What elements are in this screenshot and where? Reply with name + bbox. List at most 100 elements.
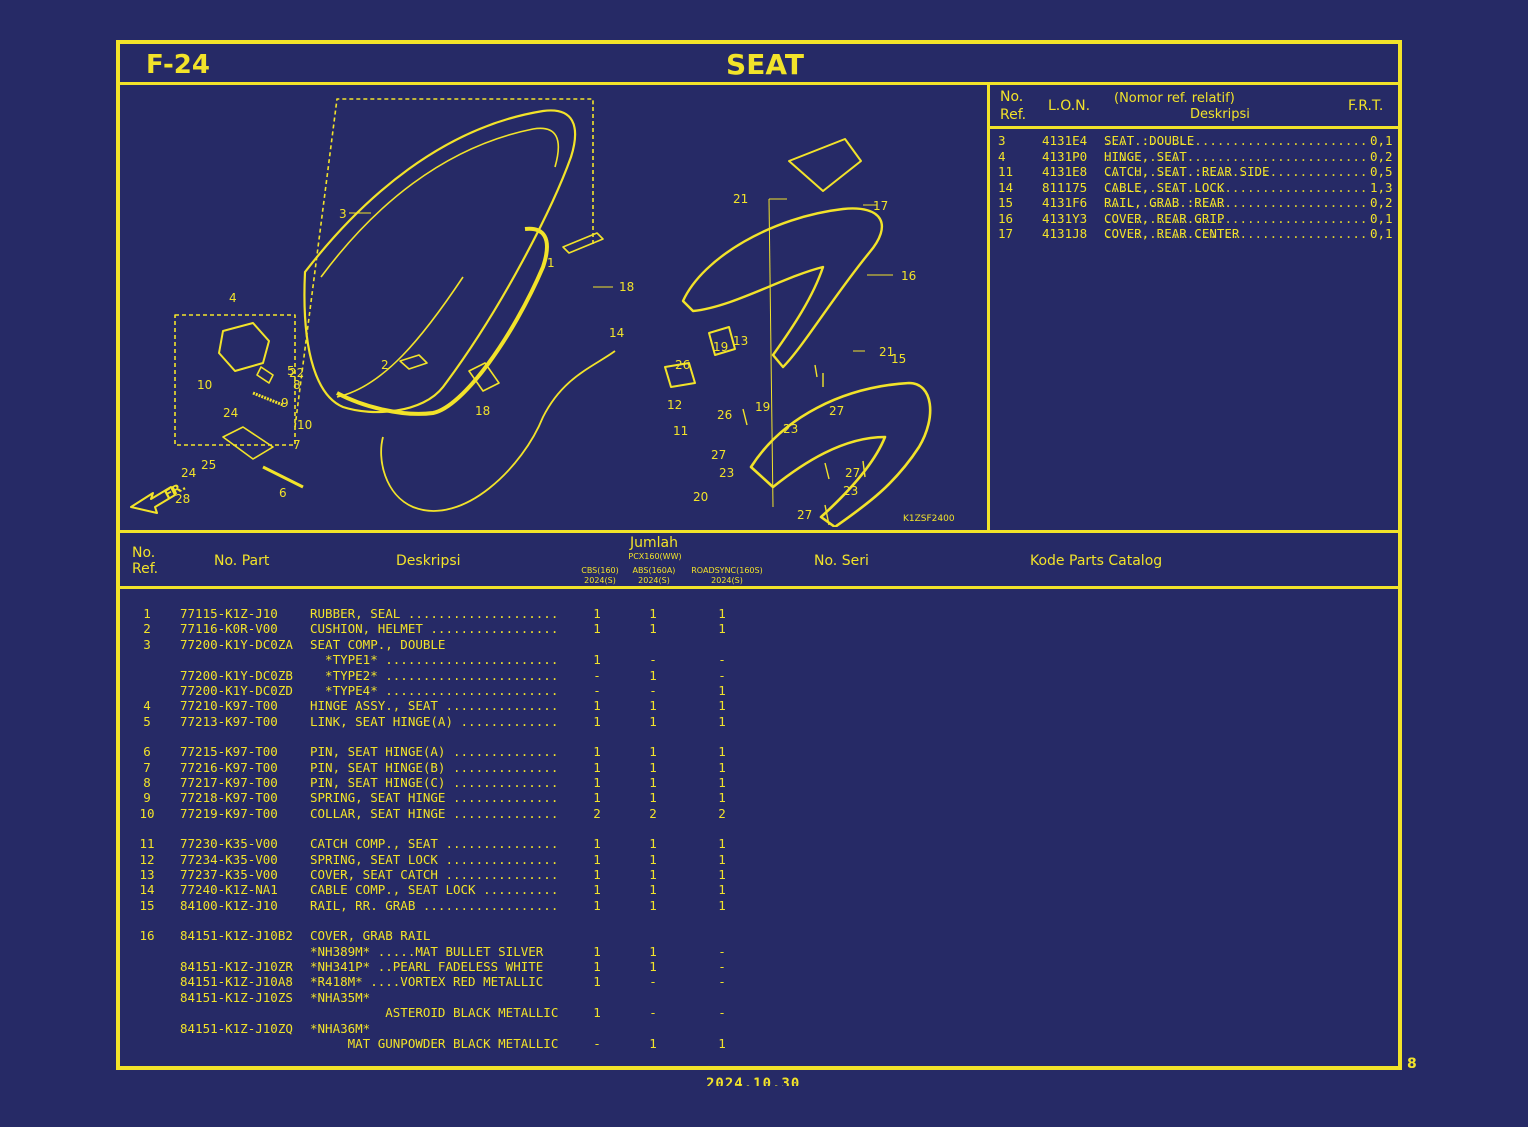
part-desc: *TYPE1* .......................: [310, 652, 559, 668]
part-number: 77116-K0R-V00: [180, 621, 278, 637]
qty-cbs: 1: [593, 851, 601, 867]
page-title: SEAT: [726, 48, 804, 81]
part-desc: COLLAR, SEAT HINGE ..............: [310, 805, 559, 821]
callout-15: 15: [891, 352, 906, 366]
callout-7: 7: [293, 438, 301, 452]
part-desc: *NHA35M*: [310, 989, 371, 1005]
parts-row: 84151-K1Z-J10A8*R418M* ....VORTEX RED ME…: [120, 974, 820, 989]
parts-header-col3-bottom: 2024(S): [711, 576, 743, 585]
lon-desc: HINGE, SEAT: [1104, 148, 1187, 164]
callout-13: 13: [733, 334, 748, 348]
lon-frt: 0,2: [1370, 148, 1393, 164]
page-mark: 8: [1407, 1056, 1417, 1072]
qty-roadsync: 1: [718, 759, 726, 775]
callout-17: 17: [873, 199, 888, 213]
qty-abs: -: [649, 652, 657, 668]
qty-roadsync: 1: [718, 897, 726, 913]
lon-frt: 0,5: [1370, 164, 1393, 179]
part-desc: ASTEROID BLACK METALLIC: [310, 1005, 559, 1021]
qty-cbs: 1: [593, 713, 601, 729]
part-number: 84151-K1Z-J10A8: [180, 974, 293, 990]
callout-4: 4: [229, 291, 237, 305]
lon-desc: RAIL, GRAB :REAR: [1104, 195, 1225, 210]
lon-frt: 0,1: [1370, 133, 1393, 148]
lon-header-ref-top: No.: [1000, 89, 1024, 105]
qty-roadsync: 1: [718, 621, 726, 637]
qty-abs: 1: [649, 698, 657, 714]
qty-cbs: 1: [593, 1005, 601, 1021]
qty-roadsync: 1: [718, 882, 726, 898]
parts-row: 16 84151-K1Z-J10B2 COVER, GRAB RAIL: [120, 928, 820, 943]
part-number: 84151-K1Z-J10ZQ: [180, 1020, 293, 1036]
callout-10b: 10: [297, 418, 312, 432]
seat-stitch: [320, 127, 560, 278]
lon-table: No. Ref. L.O.N. (Nomor ref. relatif) Des…: [990, 85, 1398, 530]
qty-abs: 1: [649, 1036, 657, 1051]
parts-header-col1-top: CBS(160): [581, 566, 619, 575]
part-number: 77213-K97-T00: [180, 713, 278, 729]
part-desc: COVER, GRAB RAIL: [310, 928, 431, 944]
lon-code: 4131E8: [1042, 164, 1088, 179]
qty-roadsync: -: [718, 959, 726, 974]
qty-abs: 1: [649, 882, 657, 898]
callout-9: 9: [281, 396, 289, 410]
callout-25: 25: [201, 458, 216, 472]
callout-3: 3: [339, 207, 347, 221]
parts-row: 84151-K1Z-J10ZQ*NHA36M*: [120, 1021, 820, 1036]
lon-code: 4131P0: [1042, 148, 1088, 164]
parts-row: 84151-K1Z-J10ZS*NHA35M*: [120, 990, 820, 1005]
part-ref: 6: [143, 744, 151, 760]
callout-28: 28: [175, 492, 190, 506]
qty-cbs: -: [593, 667, 601, 683]
qty-cbs: 1: [593, 775, 601, 790]
lon-ref: 11: [998, 164, 1014, 179]
callout-20a: 20: [693, 490, 708, 504]
callout-27c: 27: [845, 466, 860, 480]
lon-ref: 17: [998, 226, 1014, 241]
parts-header-ref-top: No.: [132, 545, 156, 561]
callout-18a: 18: [619, 280, 634, 294]
qty-abs: 1: [649, 775, 657, 790]
part-ref: 2: [143, 621, 151, 637]
parts-header-serial: No. Seri: [814, 553, 869, 569]
callout-12: 12: [667, 398, 682, 412]
callout-24b: 24: [181, 466, 196, 480]
part-ref: 16: [139, 928, 155, 944]
qty-cbs: 1: [593, 744, 601, 760]
callout-18b: 18: [475, 404, 490, 418]
qty-roadsync: -: [718, 667, 726, 683]
qty-roadsync: -: [718, 974, 726, 990]
parts-header-model: PCX160(WW): [628, 552, 682, 561]
lon-code: 811175: [1042, 179, 1088, 195]
qty-cbs: 1: [593, 759, 601, 775]
hinge-group-box: [174, 314, 296, 446]
title-divider: [120, 82, 1398, 85]
part-number: 77216-K97-T00: [180, 759, 278, 775]
callout-6: 6: [279, 486, 287, 500]
part-desc: CABLE COMP., SEAT LOCK ..........: [310, 882, 559, 898]
qty-cbs: 1: [593, 652, 601, 668]
callout-16: 16: [901, 269, 916, 283]
part-number: 77215-K97-T00: [180, 744, 278, 760]
part-desc: HINGE ASSY., SEAT ...............: [310, 698, 559, 714]
qty-roadsync: 1: [718, 851, 726, 867]
qty-abs: 1: [649, 867, 657, 882]
part-desc: SEAT COMP., DOUBLE: [310, 636, 446, 652]
part-number: 77230-K35-V00: [180, 836, 278, 852]
qty-cbs: -: [593, 683, 601, 698]
leader-lines: [349, 198, 893, 508]
part-ref: 9: [143, 790, 151, 806]
part-number: 84151-K1Z-J10B2: [180, 928, 293, 944]
callout-27b: 27: [711, 448, 726, 462]
front-arrow: [130, 486, 176, 514]
qty-roadsync: 1: [718, 790, 726, 806]
